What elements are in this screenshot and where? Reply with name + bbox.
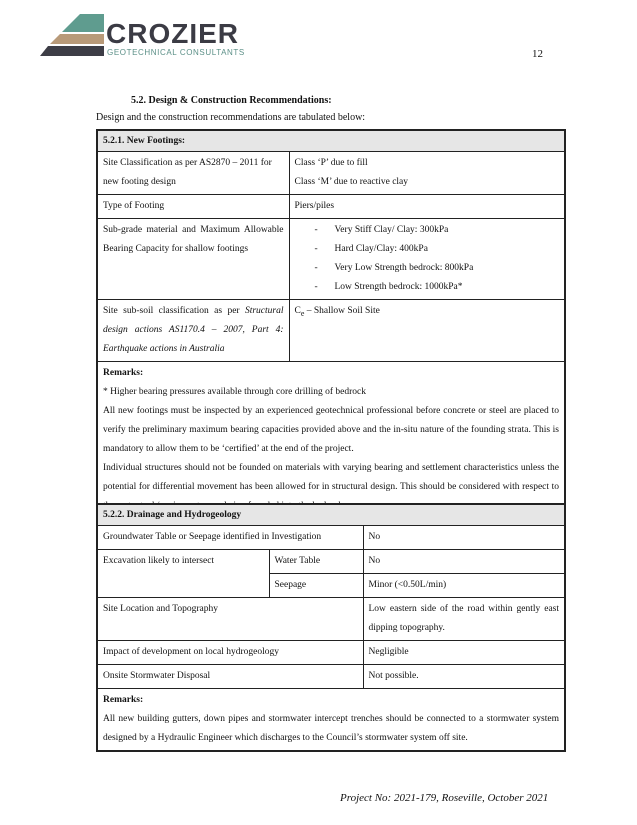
page-footer: Project No: 2021-179, Roseville, October… — [340, 792, 549, 804]
drainage-remarks: Remarks: All new building gutters, down … — [96, 688, 566, 752]
footings-title: 5.2.1. New Footings: — [96, 129, 566, 152]
remarks-title: Remarks: — [103, 695, 144, 705]
bearing-item: Very Stiff Clay/ Clay: 300kPa — [315, 221, 560, 240]
seismic-class-value: Ce – Shallow Soil Site — [288, 299, 566, 362]
water-table-label: Water Table — [268, 549, 364, 574]
drainage-title: 5.2.2. Drainage and Hydrogeology — [96, 503, 566, 526]
section-title: 5.2. Design & Construction Recommendatio… — [131, 95, 332, 106]
stormwater-label: Onsite Stormwater Disposal — [96, 664, 364, 689]
remarks-title: Remarks: — [103, 368, 144, 378]
seismic-standard-ref: Structural design actions AS1170.4 – 200… — [103, 306, 284, 354]
logo-mark-icon — [40, 14, 104, 56]
stormwater-value: Not possible. — [362, 664, 566, 689]
topography-label: Site Location and Topography — [96, 597, 364, 641]
hydrogeology-impact-label: Impact of development on local hydrogeol… — [96, 640, 364, 665]
bearing-capacity-label: Sub-grade material and Maximum Allowable… — [96, 218, 290, 300]
site-class-value: Class ‘M’ due to reactive clay — [294, 177, 409, 187]
page-number: 12 — [532, 48, 543, 60]
drainage-table: 5.2.2. Drainage and Hydrogeology Groundw… — [96, 503, 566, 752]
site-class-values: Class ‘P’ due to fill Class ‘M’ due to r… — [288, 151, 566, 195]
remark-paragraph: * Higher bearing pressures available thr… — [103, 387, 367, 397]
footing-type-value: Piers/piles — [288, 194, 566, 219]
footings-remarks: Remarks: * Higher bearing pressures avai… — [96, 361, 566, 520]
new-footings-table: 5.2.1. New Footings: Site Classification… — [96, 129, 566, 520]
section-intro: Design and the construction recommendati… — [96, 112, 366, 123]
groundwater-value: No — [362, 525, 566, 550]
brand-tagline: GEOTECHNICAL CONSULTANTS — [107, 48, 245, 57]
seepage-value: Minor (<0.50L/min) — [362, 573, 566, 598]
topography-value: Low eastern side of the road within gent… — [362, 597, 566, 641]
company-logo: CROZIER GEOTECHNICAL CONSULTANTS — [40, 14, 250, 60]
seismic-class-label: Site sub-soil classification as per Stru… — [96, 299, 290, 362]
seismic-class-subscript: e — [300, 308, 305, 318]
remark-paragraph: All new building gutters, down pipes and… — [103, 714, 559, 743]
seismic-label-text: Site sub-soil classification as per — [103, 306, 245, 316]
excavation-label: Excavation likely to intersect — [96, 549, 270, 598]
seismic-class-desc: – Shallow Soil Site — [304, 306, 380, 316]
site-class-value: Class ‘P’ due to fill — [294, 158, 368, 168]
hydrogeology-impact-value: Negligible — [362, 640, 566, 665]
remark-paragraph: All new footings must be inspected by an… — [103, 406, 559, 454]
site-class-label: Site Classification as per AS2870 – 2011… — [96, 151, 290, 195]
groundwater-label: Groundwater Table or Seepage identified … — [96, 525, 364, 550]
bearing-item: Hard Clay/Clay: 400kPa — [315, 240, 560, 259]
bearing-item: Very Low Strength bedrock: 800kPa — [315, 259, 560, 278]
seismic-class-letter: C — [294, 306, 301, 316]
bearing-capacity-values: Very Stiff Clay/ Clay: 300kPa Hard Clay/… — [288, 218, 566, 300]
water-table-value: No — [362, 549, 566, 574]
brand-name: CROZIER — [106, 18, 239, 49]
seepage-label: Seepage — [268, 573, 364, 598]
footing-type-label: Type of Footing — [96, 194, 290, 219]
bearing-item: Low Strength bedrock: 1000kPa* — [315, 278, 560, 297]
